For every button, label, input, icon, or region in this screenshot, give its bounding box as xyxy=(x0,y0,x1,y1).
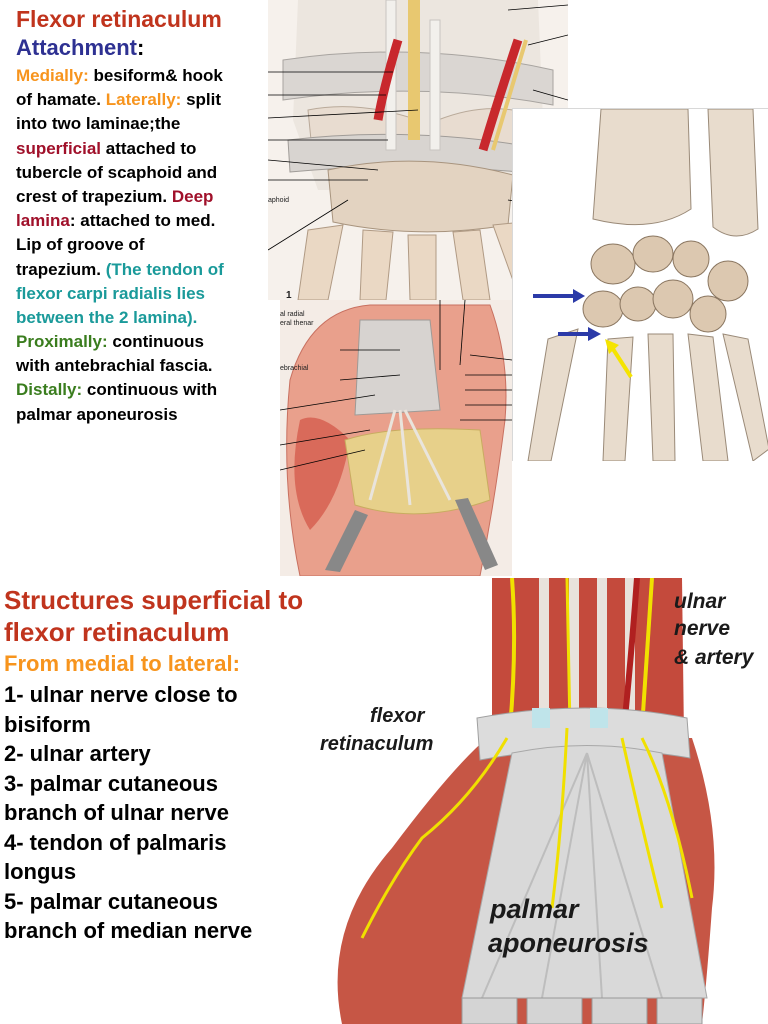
attachment-text: besiform& hook xyxy=(93,66,223,85)
attachment-line: palmar aponeurosis xyxy=(16,403,284,427)
attachment-heading: Attachment: xyxy=(16,35,144,61)
attachment-text: Deep xyxy=(171,186,214,206)
list-item: 4- tendon of palmaris xyxy=(4,829,227,855)
attachment-text: superficial xyxy=(16,138,106,158)
wrist-dissection-figure: aphoid 1 xyxy=(268,0,568,300)
section-subtitle: From medial to lateral: xyxy=(4,651,240,676)
attachment-text: palmar aponeurosis xyxy=(16,404,178,424)
list-item: branch of ulnar nerve xyxy=(4,800,229,825)
attachment-line: with antebrachial fascia. xyxy=(16,354,284,378)
attachment-text: : attached to med. xyxy=(69,211,216,231)
attachment-line: Proximally: continuous xyxy=(16,330,284,354)
blue-arrow-icon xyxy=(533,289,585,303)
attachment-text: of hamate. xyxy=(16,90,106,110)
page-title: Flexor retinaculum xyxy=(16,6,222,32)
attachment-colon: : xyxy=(137,35,145,60)
label-and-artery: & artery xyxy=(674,646,755,669)
attachment-text: trapezium. xyxy=(16,259,106,279)
label-retinaculum: retinaculum xyxy=(320,733,433,755)
attachment-text: lamina xyxy=(16,211,70,231)
attachment-text: continuous xyxy=(112,332,204,352)
attachment-line: tubercle of scaphoid and xyxy=(16,161,284,185)
attachment-text: Lip of groove of xyxy=(16,235,145,255)
fig3-label-antebrachial: ebrachial xyxy=(280,365,309,372)
attachment-text: tubercle of scaphoid and xyxy=(16,162,218,182)
list-item: bisiform xyxy=(4,711,91,737)
fig3-label-thenar: eral thenar xyxy=(280,320,314,327)
attachment-line: Lip of groove of xyxy=(16,233,284,257)
list-item: 1- ulnar nerve close to xyxy=(4,682,238,707)
label-palmar: palmar xyxy=(489,894,580,924)
attachment-text: attached to xyxy=(105,138,197,158)
attachment-line: flexor carpi radialis lies xyxy=(16,282,284,306)
attachment-text: into two laminae;the xyxy=(16,114,181,134)
yellow-arrow-icon xyxy=(605,339,633,379)
list-item: longus xyxy=(4,859,77,884)
carpal-bones-figure xyxy=(512,108,768,461)
attachment-line: between the 2 lamina). xyxy=(16,306,284,330)
attachment-text: between the 2 lamina). xyxy=(16,307,198,327)
fig1-label-scaphoid: aphoid xyxy=(268,197,289,204)
structures-list: 1- ulnar nerve close to bisiform 2- ulna… xyxy=(4,680,304,946)
attachment-text: Medially: xyxy=(16,66,94,85)
label-ulnar: ulnar xyxy=(674,590,727,613)
blue-arrow-icon xyxy=(558,327,601,341)
list-item: 3- palmar cutaneous xyxy=(4,770,218,796)
attachment-text: (The tendon of xyxy=(105,259,224,279)
attachment-line: into two laminae;the xyxy=(16,112,284,136)
label-flexor: flexor xyxy=(370,705,426,727)
attachment-line: superficial attached to xyxy=(16,137,284,161)
attachment-text: continuous with xyxy=(86,380,218,400)
attachment-text: Proximally: xyxy=(16,332,113,352)
attachment-line: Medially: besiform& hook xyxy=(16,64,284,88)
list-item: 2- ulnar artery xyxy=(4,741,151,766)
list-item: 5- palmar cutaneous xyxy=(4,888,218,914)
attachment-text: crest of trapezium. xyxy=(16,186,172,206)
attachment-text: split xyxy=(186,90,222,110)
attachment-line: crest of trapezium. Deep xyxy=(16,185,284,209)
palmar-aponeurosis-figure: ulnar nerve & artery flexor retinaculum … xyxy=(312,578,768,1024)
fig3-label-radial: al radial xyxy=(280,311,305,318)
attachment-text: with antebrachial fascia. xyxy=(16,356,213,376)
attachment-text: Laterally: xyxy=(105,90,187,110)
fig1-label-number: 1 xyxy=(286,290,292,300)
attachment-line: lamina: attached to med. xyxy=(16,209,284,233)
list-item: branch of median nerve xyxy=(4,918,253,943)
label-nerve: nerve xyxy=(674,617,730,640)
attachment-text: Distally: xyxy=(16,380,87,400)
attachment-text: flexor carpi radialis lies xyxy=(16,283,205,303)
section-title: Structures superficial to flexor retinac… xyxy=(4,585,304,647)
attachment-line: trapezium. (The tendon of xyxy=(16,258,284,282)
attachment-line: of hamate. Laterally: split xyxy=(16,88,284,112)
palm-dissection-figure: al radial eral thenar ebrachial xyxy=(280,300,512,576)
attachment-label: Attachment xyxy=(16,35,138,60)
attachment-line: Distally: continuous with xyxy=(16,378,284,402)
label-aponeurosis: aponeurosis xyxy=(488,928,649,958)
